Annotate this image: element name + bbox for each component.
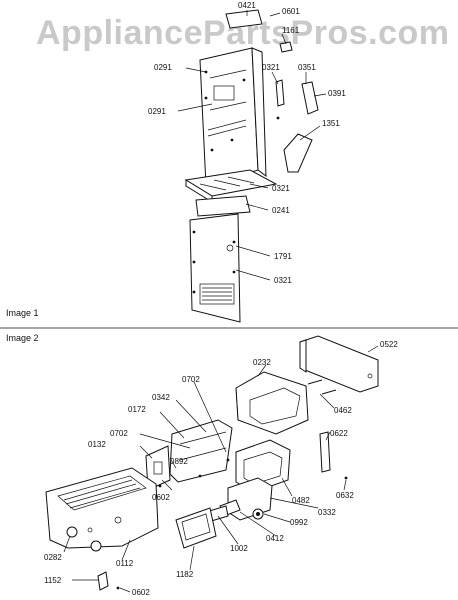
callout-label: 1161	[282, 26, 300, 35]
lower-panel-0321	[189, 213, 241, 323]
callout-label: 0342	[152, 393, 170, 402]
callout-label: 0321	[262, 63, 280, 72]
callout-label: 0482	[292, 496, 310, 505]
bracket-0351	[275, 79, 285, 107]
module-0482	[235, 439, 291, 493]
bracket-0522	[299, 335, 379, 393]
image-2-assembly	[45, 335, 379, 591]
strip-0622	[319, 431, 331, 473]
back-panel-side	[251, 47, 267, 178]
clip-0601	[279, 41, 293, 53]
callout-label: 0622	[330, 429, 348, 438]
callout-label: 1791	[274, 252, 292, 261]
back-panel-0291	[199, 47, 259, 187]
frame-1182	[175, 507, 217, 549]
callout-label: 0602	[152, 493, 170, 502]
callout-label: 0462	[334, 406, 352, 415]
callout-label: 1351	[322, 119, 340, 128]
clip-1152	[97, 571, 109, 591]
image-2-callouts: 0522 0232 0702 0342 0172 0462 0132 0702 …	[44, 340, 398, 597]
callout-label: 0172	[128, 405, 146, 414]
callout-label: 0132	[88, 440, 106, 449]
callout-label: 0601	[282, 7, 300, 16]
callout-label: 0702	[110, 429, 128, 438]
image-1-assembly	[184, 9, 319, 323]
plate-0241	[195, 195, 251, 217]
frame-0172	[169, 419, 233, 483]
callout-label: 0291	[154, 63, 172, 72]
duct-1351	[283, 133, 313, 173]
callout-label: 0632	[336, 491, 354, 500]
callout-label: 0232	[253, 358, 271, 367]
callout-label: 0321	[274, 276, 292, 285]
image-2-leaders	[63, 345, 379, 593]
grille-0112	[45, 467, 159, 549]
callout-label: 0602	[132, 588, 150, 597]
callout-label: 0241	[272, 206, 290, 215]
callout-label: 0291	[148, 107, 166, 116]
callout-label: 0992	[290, 518, 308, 527]
image-1-callouts: 0421 0601 1161 0291 0321 0321 0351 0391 …	[148, 1, 346, 285]
callout-label: 1002	[230, 544, 248, 553]
section-label-image-1: Image 1	[6, 308, 39, 318]
duct-0391	[301, 81, 319, 115]
callout-label: 0351	[298, 63, 316, 72]
callout-label: 0892	[170, 457, 188, 466]
housing-0232	[235, 371, 309, 435]
image-1-leaders	[177, 10, 327, 281]
callout-label: 0522	[380, 340, 398, 349]
callout-label: 1152	[44, 576, 62, 585]
callout-label: 0321	[272, 184, 290, 193]
callout-label: 0332	[318, 508, 336, 517]
callout-label: 0702	[182, 375, 200, 384]
knob-0282-b	[90, 540, 102, 552]
section-label-image-2: Image 2	[6, 333, 39, 343]
bracket-0522-side	[299, 339, 307, 373]
callout-label: 0282	[44, 553, 62, 562]
callout-label: 0421	[238, 1, 256, 10]
part-0332	[227, 477, 273, 521]
callout-label: 1182	[176, 570, 194, 579]
knob-0282	[66, 526, 78, 538]
callout-label: 0412	[266, 534, 284, 543]
callout-label: 0112	[116, 559, 134, 568]
callout-label: 0391	[328, 89, 346, 98]
